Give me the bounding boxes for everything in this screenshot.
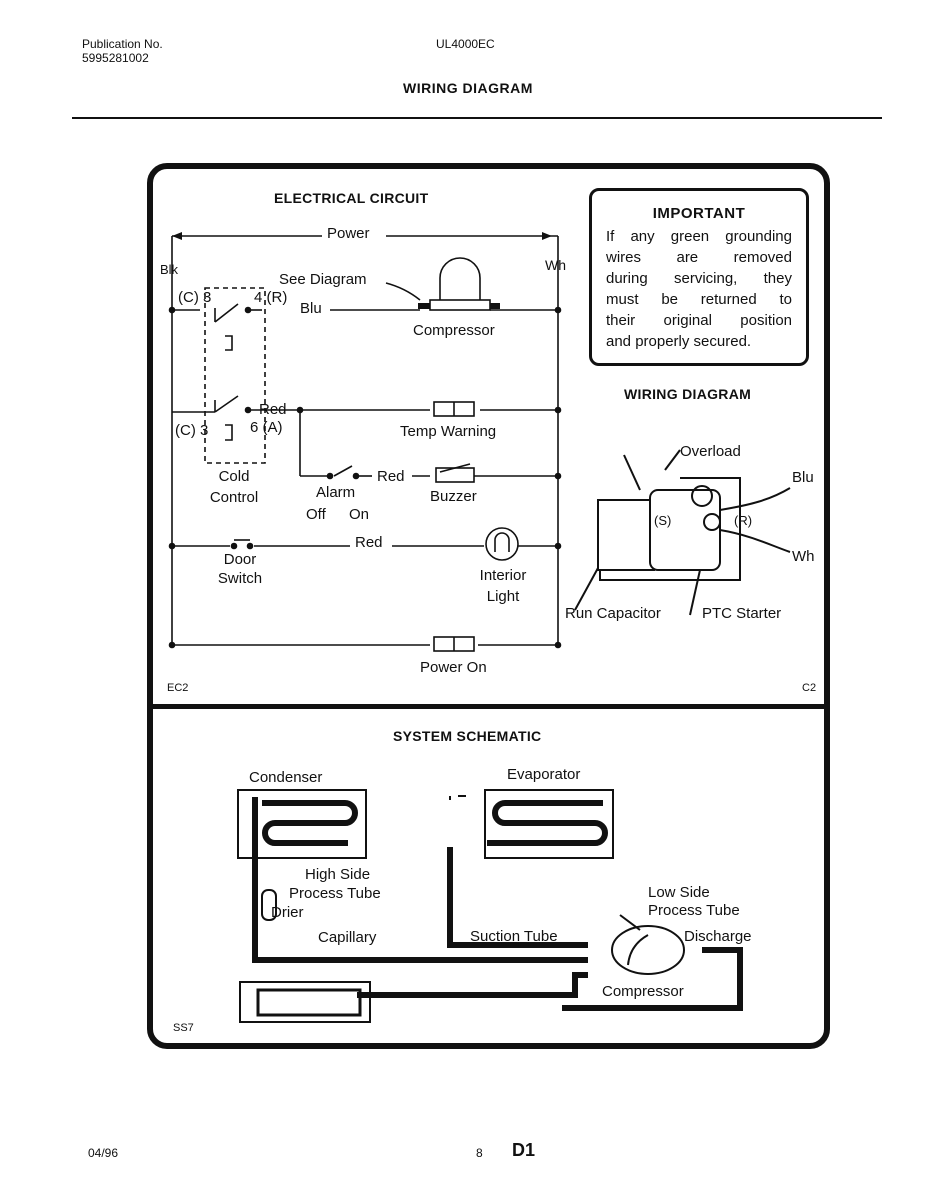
evaporator-label: Evaporator bbox=[507, 766, 581, 783]
suction-tube-label: Suction Tube bbox=[470, 928, 558, 945]
terminal-6a-label: 6 (A) bbox=[250, 419, 283, 436]
header-rule bbox=[72, 117, 882, 119]
terminal-c3b-label: (C) 3 bbox=[175, 422, 209, 439]
run-capacitor-label: Run Capacitor bbox=[565, 605, 661, 622]
electrical-circuit-title: ELECTRICAL CIRCUIT bbox=[274, 190, 429, 206]
red-label-2: Red bbox=[377, 468, 405, 485]
publication-label: Publication No. bbox=[82, 37, 163, 51]
condenser-label: Condenser bbox=[249, 769, 323, 786]
high-side-label-2: Process Tube bbox=[289, 885, 381, 902]
alarm-on-label: On bbox=[349, 506, 370, 523]
wh-label: Wh bbox=[545, 257, 566, 273]
cold-control-label-1: Cold bbox=[218, 468, 250, 485]
low-side-label-2: Process Tube bbox=[648, 902, 740, 919]
r-terminal-label: (R) bbox=[734, 513, 753, 528]
compressor-label: Compressor bbox=[413, 322, 495, 339]
s-terminal-label: (S) bbox=[654, 513, 672, 528]
wiring-diagram-title: WIRING DIAGRAM bbox=[624, 386, 752, 402]
code-ec2: EC2 bbox=[167, 682, 189, 694]
diagram-frame bbox=[147, 163, 830, 1049]
interior-light-label-2: Light bbox=[486, 588, 520, 605]
system-schematic-title: SYSTEM SCHEMATIC bbox=[393, 728, 542, 744]
power-label: Power bbox=[327, 225, 370, 242]
publication-number: 5995281002 bbox=[82, 51, 149, 65]
important-line-2: wires are removed bbox=[606, 249, 792, 266]
discharge-label: Discharge bbox=[684, 928, 752, 945]
cold-control-label-2: Control bbox=[209, 489, 259, 506]
alarm-label: Alarm bbox=[316, 484, 356, 501]
red-label-1: Red bbox=[259, 401, 287, 418]
schematic-compressor-label: Compressor bbox=[602, 983, 684, 1000]
page-title: WIRING DIAGRAM bbox=[403, 80, 533, 96]
see-diagram-label: See Diagram bbox=[279, 271, 367, 288]
door-switch-label-1: Door bbox=[223, 551, 257, 568]
door-switch-label-2: Switch bbox=[217, 570, 263, 587]
footer-page: 8 bbox=[476, 1146, 483, 1160]
high-side-label-1: High Side bbox=[305, 866, 371, 883]
low-side-label-1: Low Side bbox=[648, 884, 710, 901]
wd-wh-label: Wh bbox=[792, 548, 815, 565]
important-line-1: If any green grounding bbox=[606, 228, 792, 245]
alarm-off-label: Off bbox=[306, 506, 326, 523]
code-c2: C2 bbox=[802, 682, 817, 694]
important-line-4: must be returned to bbox=[606, 291, 792, 308]
drier-label: Drier bbox=[271, 904, 304, 921]
footer-section: D1 bbox=[512, 1140, 536, 1160]
important-line-5: their original position bbox=[606, 312, 792, 329]
ptc-starter-label: PTC Starter bbox=[702, 605, 782, 622]
buzzer-label: Buzzer bbox=[430, 488, 477, 505]
important-line-6: and properly secured. bbox=[606, 333, 752, 350]
wd-blu-label: Blu bbox=[792, 469, 814, 486]
red-label-3: Red bbox=[355, 534, 383, 551]
important-heading: IMPORTANT bbox=[652, 205, 746, 222]
overload-label: Overload bbox=[680, 443, 741, 460]
interior-light-label-1: Interior bbox=[479, 567, 527, 584]
important-notice: IMPORTANT If any green grounding wires a… bbox=[589, 188, 809, 366]
model-number: UL4000EC bbox=[436, 37, 495, 51]
temp-warning-label: Temp Warning bbox=[400, 423, 497, 440]
terminal-c3-label: (C) 3 bbox=[178, 289, 212, 306]
blk-label: Blk bbox=[160, 262, 179, 277]
terminal-4r-label: 4 (R) bbox=[254, 289, 288, 306]
important-line-3: during servicing, they bbox=[606, 270, 792, 287]
blu-label: Blu bbox=[300, 300, 322, 317]
footer-date: 04/96 bbox=[88, 1146, 119, 1160]
power-on-label: Power On bbox=[420, 659, 487, 676]
code-ss7: SS7 bbox=[173, 1022, 194, 1034]
capillary-label: Capillary bbox=[318, 929, 377, 946]
section-divider bbox=[147, 704, 830, 709]
